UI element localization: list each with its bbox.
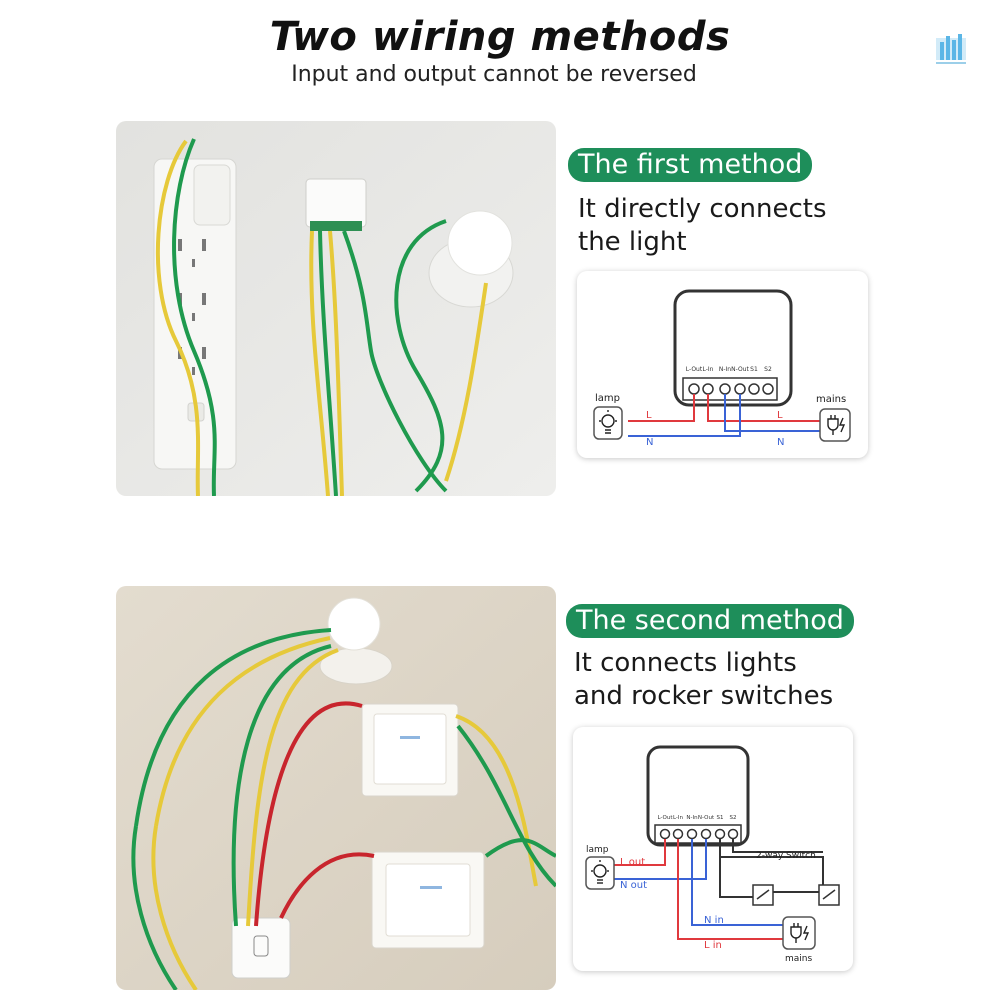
terminal-label: N-Out: [731, 366, 749, 373]
page-title: Two wiring methods: [269, 14, 731, 60]
method2-description: It connects lights and rocker switches: [574, 647, 833, 713]
method1-desc-line2: the light: [578, 227, 687, 257]
terminal-label: S2: [764, 366, 772, 373]
module-body: [673, 289, 793, 407]
plug-icon: [790, 923, 810, 943]
method1-wiring-diagram: L-Out L-In N-In N-Out S1 S2 lamp L N L N…: [577, 271, 868, 458]
lamp-label: lamp: [586, 845, 609, 855]
terminal-label: L-In: [673, 815, 684, 821]
terminal-label: N-In: [686, 815, 698, 821]
method2-desc-line1: It connects lights: [574, 648, 797, 678]
lightbulb-icon: [591, 860, 609, 884]
wire-label-n: N: [646, 437, 653, 448]
terminal-label: N-Out: [698, 815, 715, 821]
terminal-label: S2: [730, 815, 737, 821]
terminal-label: L-Out: [657, 815, 673, 821]
brand-logo-icon: [930, 28, 972, 72]
method2-desc-line2: and rocker switches: [574, 681, 834, 711]
wire-label-n: N: [777, 437, 784, 448]
method1-desc-line1: It directly connects: [578, 194, 827, 224]
terminal-label: N-In: [719, 366, 731, 373]
switch-label: 2-way Switch: [756, 851, 816, 861]
method1-label: The first method: [568, 148, 813, 182]
wire-label-l-out: L out: [620, 857, 645, 868]
lamp-label: lamp: [595, 393, 620, 404]
module-body: [646, 745, 750, 847]
lightbulb-icon: [599, 410, 617, 434]
wire-label-n-out: N out: [620, 880, 647, 891]
method1-description: It directly connects the light: [578, 193, 827, 259]
photo-direct-light-wiring: [116, 121, 556, 496]
wire-label-l: L: [777, 410, 783, 421]
wire-label-n-in: N in: [704, 915, 724, 926]
terminal-label: S1: [750, 366, 758, 373]
plug-icon: [827, 415, 846, 435]
wire-label-l-in: L in: [704, 940, 722, 951]
photo-rocker-switch-wiring: [116, 586, 556, 990]
terminal-label: L-Out: [686, 366, 703, 373]
wire-label-l: L: [646, 410, 652, 421]
mains-label: mains: [785, 954, 812, 964]
method2-wiring-diagram: L-Out L-In N-In N-Out S1 S2 2-way Switch…: [573, 727, 853, 971]
method2-label: The second method: [566, 604, 854, 638]
mains-label: mains: [816, 394, 846, 405]
page-subtitle: Input and output cannot be reversed: [291, 62, 697, 87]
terminal-label: L-In: [703, 366, 714, 373]
terminal-label: S1: [717, 815, 724, 821]
